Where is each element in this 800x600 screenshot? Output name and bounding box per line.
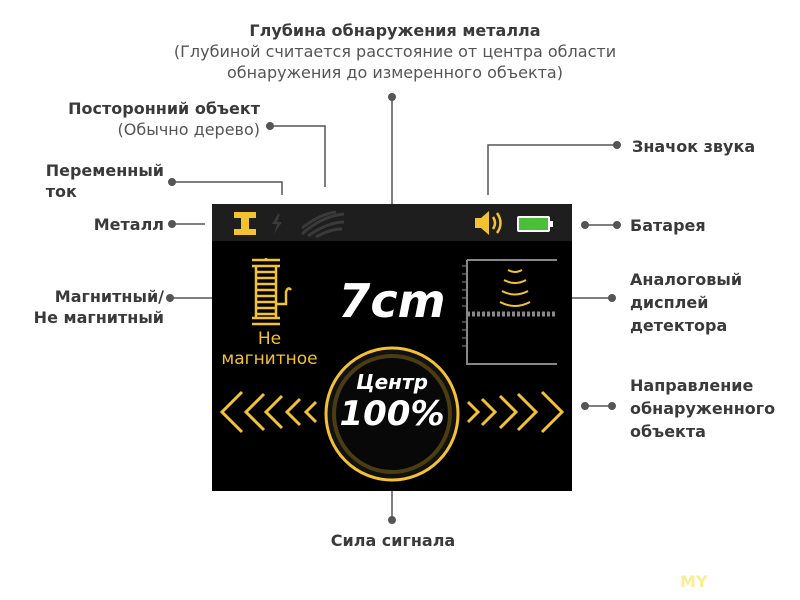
direction-text: обнаруженного — [630, 399, 776, 418]
signal-label: Сила сигнала — [330, 531, 456, 550]
battery-icon — [517, 216, 553, 232]
signal-waves-icon — [499, 269, 531, 307]
foreign-object-label: Посторонний объект (Обычно дерево) — [68, 98, 260, 140]
ac-text: ток — [45, 182, 77, 201]
ac-icon — [272, 214, 282, 234]
material-text: Не — [257, 329, 282, 349]
analog-text: детектора — [630, 316, 728, 335]
status-bar — [212, 204, 572, 241]
direction-text: объекта — [630, 422, 706, 441]
material-text: магнитное — [221, 349, 318, 369]
analog-display — [462, 259, 557, 365]
direction-label: Направление обнаруженного объекта — [630, 374, 775, 443]
center-label: Центр — [356, 370, 428, 394]
depth-note: обнаружения до измеренного объекта) — [227, 63, 563, 82]
analog-text: дисплей — [630, 293, 709, 312]
depth-label: Глубина обнаружения металла (Глубиной сч… — [0, 20, 790, 83]
screen-graphics — [219, 210, 565, 482]
depth-value: 7cm — [338, 274, 446, 328]
magnetic-text: Магнитный/ — [54, 287, 164, 306]
magnetic-label: Магнитный/Не магнитный — [34, 286, 164, 328]
depth-title: Глубина обнаружения металла — [249, 21, 541, 40]
depth-note: (Глубиной считается расстояние от центра… — [173, 42, 617, 61]
foreign-title: Посторонний объект — [68, 99, 260, 118]
analog-text: Аналоговый — [630, 270, 743, 289]
foreign-object-icon — [300, 210, 345, 239]
analog-label: Аналоговый дисплей детектора — [630, 268, 742, 337]
foreign-note: (Обычно дерево) — [117, 120, 261, 139]
metal-icon — [234, 212, 256, 235]
direction-text: Направление — [630, 376, 754, 395]
right-direction-arrows — [466, 390, 565, 434]
left-direction-arrows — [219, 390, 318, 434]
sound-icon — [475, 211, 502, 235]
battery-label: Батарея — [630, 216, 706, 235]
ac-text: Переменный — [45, 161, 164, 180]
ac-label: Переменный ток — [46, 160, 164, 202]
watermark: MY — [680, 572, 708, 591]
sound-label: Значок звука — [632, 137, 756, 156]
signal-strength-value: 100% — [339, 394, 445, 434]
coil-icon — [252, 258, 292, 326]
magnetic-text: Не магнитный — [33, 308, 164, 327]
metal-label: Металл — [93, 215, 164, 234]
